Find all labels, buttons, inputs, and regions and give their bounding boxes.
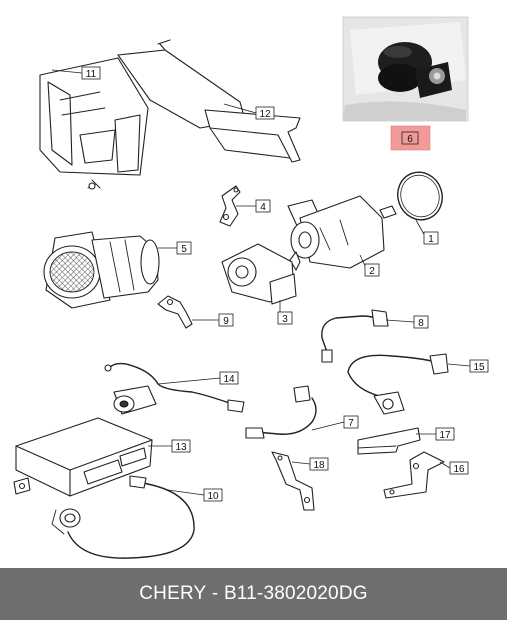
o2-sensor-part-7: [245, 385, 317, 439]
callout-14: 14: [219, 371, 239, 385]
bracket-part-16: [383, 451, 445, 499]
bracket-part-17: [357, 427, 421, 455]
maf-sensor-part-5: [43, 231, 160, 309]
label-9: 9: [223, 316, 229, 327]
callout-13: 13: [171, 439, 191, 453]
sensor-part-3: [221, 243, 297, 305]
label-14: 14: [223, 374, 235, 385]
callout-12: 12: [255, 106, 275, 120]
bracket-part-4: [219, 185, 241, 227]
callout-9: 9: [218, 313, 234, 327]
label-1: 1: [428, 234, 434, 245]
label-5: 5: [181, 244, 187, 255]
label-18: 18: [313, 460, 325, 471]
footer-separator: -: [206, 583, 224, 604]
control-module-part-13: [13, 417, 153, 497]
callout-17: 17: [435, 427, 455, 441]
callout-11: 11: [81, 66, 101, 80]
brand-name: CHERY: [139, 583, 207, 604]
bracket-part-9: [157, 295, 193, 329]
o-ring-part-1: [397, 171, 443, 221]
callout-2: 2: [364, 263, 380, 277]
photo-inset-part-6: [342, 16, 469, 122]
sensor-part-8: [321, 309, 389, 363]
callout-15: 15: [469, 359, 489, 373]
label-4: 4: [260, 202, 266, 213]
part-number-footer: CHERY - B11-3802020DG: [0, 568, 507, 620]
callout-16: 16: [449, 461, 469, 475]
callout-6: 6: [390, 125, 431, 151]
label-2: 2: [369, 266, 375, 277]
throttle-body-part-2: [287, 195, 397, 271]
label-7: 7: [348, 418, 354, 429]
callout-1: 1: [423, 231, 439, 245]
label-8: 8: [418, 318, 424, 329]
label-15: 15: [473, 362, 485, 373]
callout-10: 10: [203, 488, 223, 502]
label-12: 12: [259, 109, 271, 120]
sensor-part-15: [347, 353, 449, 415]
label-16: 16: [453, 464, 465, 475]
label-17: 17: [439, 430, 451, 441]
callout-4: 4: [255, 199, 271, 213]
parts-diagram: 11 12 6 1 2 3 4 5 9 8 14 15: [13, 16, 489, 559]
ecu-bracket-assembly: [39, 39, 301, 190]
callout-7: 7: [343, 415, 359, 429]
callout-18: 18: [309, 457, 329, 471]
label-13: 13: [175, 442, 187, 453]
callout-3: 3: [277, 311, 293, 325]
harness-part-10: [51, 475, 195, 559]
label-11: 11: [86, 69, 97, 80]
part-number: B11-3802020DG: [223, 583, 368, 604]
label-3: 3: [282, 314, 288, 325]
callout-8: 8: [413, 315, 429, 329]
callout-5: 5: [176, 241, 192, 255]
label-10: 10: [207, 491, 219, 502]
bracket-part-18: [271, 451, 315, 511]
sensor-part-14: [104, 362, 245, 415]
label-6: 6: [407, 134, 413, 145]
